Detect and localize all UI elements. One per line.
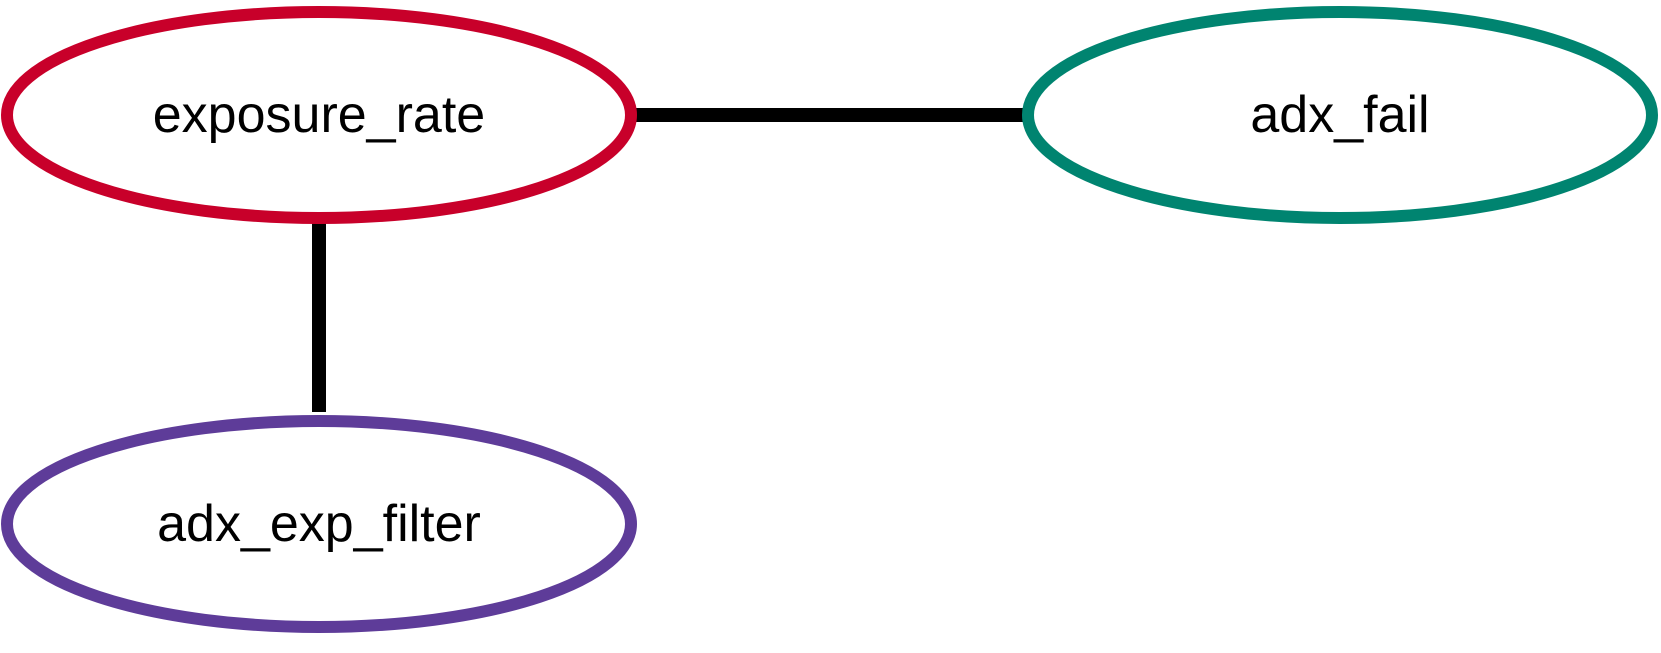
node-exposure-rate-ellipse bbox=[1, 6, 637, 224]
node-exposure-rate-label: exposure_rate bbox=[153, 86, 485, 144]
node-adx-exp-filter-label: adx_exp_filter bbox=[157, 495, 481, 553]
node-adx-exp-filter-ellipse bbox=[1, 415, 637, 633]
node-adx-fail-label: adx_fail bbox=[1250, 86, 1429, 144]
node-adx-exp-filter[interactable]: adx_exp_filter bbox=[1, 415, 637, 633]
node-adx-fail-ellipse bbox=[1022, 6, 1658, 224]
node-exposure-rate[interactable]: exposure_rate bbox=[1, 6, 637, 224]
node-adx-fail[interactable]: adx_fail bbox=[1022, 6, 1658, 224]
